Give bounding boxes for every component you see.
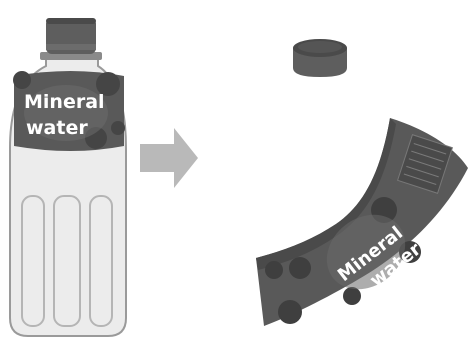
right-arrow-icon <box>140 128 198 188</box>
bottle-cap-icon <box>46 18 96 54</box>
bottle-label-line1: Mineral <box>24 91 105 113</box>
peeled-label-icon: Mineral water <box>256 118 468 326</box>
detached-cap <box>293 39 347 77</box>
bottle-with-label: Mineral water <box>10 18 126 336</box>
bottle-label-line2: water <box>26 117 88 139</box>
